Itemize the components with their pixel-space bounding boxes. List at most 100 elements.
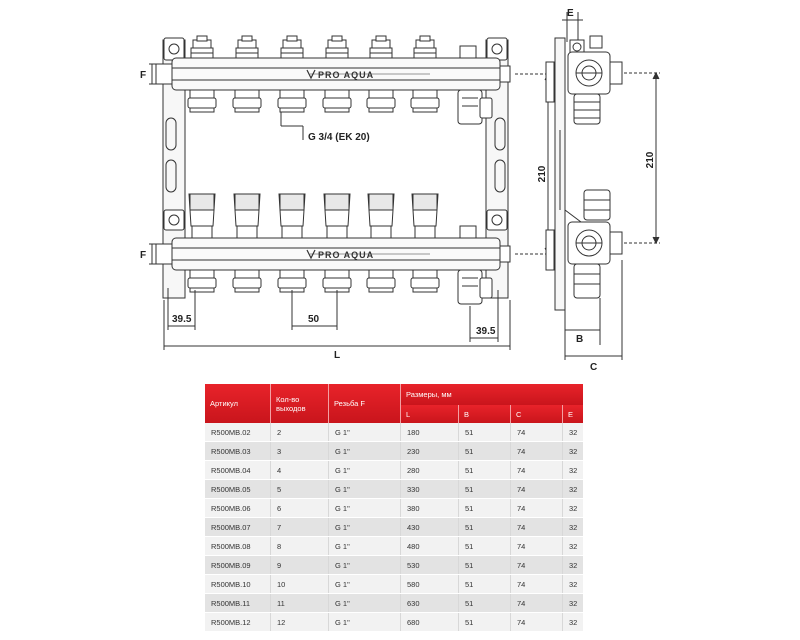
cell-l: 480 xyxy=(400,536,459,556)
cell-thread: G 1" xyxy=(328,612,401,632)
front-view: PRO AQUA PRO AQUA xyxy=(140,35,552,361)
outer-right-label: 39.5 xyxy=(476,326,496,337)
thermostatic-valve-cap xyxy=(235,35,259,59)
cell-thread: G 1" xyxy=(328,536,401,556)
header-l: L xyxy=(400,405,459,423)
cell-e: 32 xyxy=(562,612,583,632)
cell-outlets: 12 xyxy=(270,612,329,632)
cell-b: 51 xyxy=(458,536,511,556)
header-outlets-line1: Кол-во xyxy=(276,394,300,404)
bottom-outlet-fitting xyxy=(277,269,307,293)
cell-article: R500MB.06 xyxy=(205,498,271,518)
e-label: E xyxy=(567,8,574,19)
f-dimension-top xyxy=(149,63,156,85)
spec-table: Артикул Кол-во выходов Резьба F Размеры,… xyxy=(205,384,583,632)
cell-c: 74 xyxy=(510,517,563,537)
thermostatic-valve-cap xyxy=(413,35,437,59)
header-outlets: Кол-во выходов xyxy=(270,384,329,423)
length-dimension xyxy=(163,300,511,350)
f-label-top: F xyxy=(140,70,146,81)
header-dimensions: Размеры, мм xyxy=(400,384,583,405)
cell-l: 280 xyxy=(400,460,459,480)
cell-e: 32 xyxy=(562,593,583,613)
cell-b: 51 xyxy=(458,498,511,518)
cell-article: R500MB.11 xyxy=(205,593,271,613)
f-dimension-bottom xyxy=(149,243,156,265)
cell-l: 430 xyxy=(400,517,459,537)
height-label-side: 210 xyxy=(645,151,656,168)
cell-article: R500MB.04 xyxy=(205,460,271,480)
cell-outlets: 5 xyxy=(270,479,329,499)
cell-outlets: 4 xyxy=(270,460,329,480)
cell-l: 180 xyxy=(400,423,459,442)
cell-l: 580 xyxy=(400,574,459,594)
thermostatic-valve-cap xyxy=(280,35,304,59)
cell-l: 530 xyxy=(400,555,459,575)
flow-meter xyxy=(233,193,261,239)
cell-outlets: 11 xyxy=(270,593,329,613)
flow-meter xyxy=(278,193,306,239)
cell-e: 32 xyxy=(562,498,583,518)
cell-thread: G 1" xyxy=(328,517,401,537)
flow-meter xyxy=(367,193,395,239)
f-label-bottom: F xyxy=(140,250,146,261)
bottom-brand-label: PRO AQUA xyxy=(318,250,374,260)
cell-c: 74 xyxy=(510,423,563,442)
thermostatic-valve-cap xyxy=(369,35,393,59)
pitch-label: 50 xyxy=(308,314,320,325)
bottom-air-vent xyxy=(457,225,493,305)
cell-article: R500MB.03 xyxy=(205,441,271,461)
cell-b: 51 xyxy=(458,479,511,499)
header-c: C xyxy=(510,405,563,423)
bottom-fitting-row xyxy=(187,269,440,293)
cell-outlets: 3 xyxy=(270,441,329,461)
top-outlet-fitting xyxy=(277,89,307,113)
cell-thread: G 1" xyxy=(328,574,401,594)
top-valve-row xyxy=(190,35,437,59)
cell-e: 32 xyxy=(562,441,583,461)
top-outlet-fitting xyxy=(410,89,440,113)
cell-b: 51 xyxy=(458,593,511,613)
cell-article: R500MB.09 xyxy=(205,555,271,575)
cell-thread: G 1" xyxy=(328,423,401,442)
height-label-main: 210 xyxy=(537,165,548,182)
cell-e: 32 xyxy=(562,555,583,575)
bottom-outlet-fitting xyxy=(322,269,352,293)
cell-c: 74 xyxy=(510,441,563,461)
outer-left-label: 39.5 xyxy=(172,314,192,325)
cell-thread: G 1" xyxy=(328,555,401,575)
cell-b: 51 xyxy=(458,517,511,537)
cell-e: 32 xyxy=(562,479,583,499)
cell-thread: G 1" xyxy=(328,498,401,518)
cell-article: R500MB.10 xyxy=(205,574,271,594)
cell-outlets: 6 xyxy=(270,498,329,518)
cell-thread: G 1" xyxy=(328,593,401,613)
cell-l: 230 xyxy=(400,441,459,461)
bottom-outlet-fitting xyxy=(366,269,396,293)
cell-outlets: 8 xyxy=(270,536,329,556)
cell-e: 32 xyxy=(562,574,583,594)
bottom-outlet-fitting xyxy=(410,269,440,293)
outer-left-dimension xyxy=(167,288,196,330)
bottom-outlet-fitting xyxy=(187,269,217,293)
top-manifold-bar xyxy=(155,57,511,91)
manifold-technical-drawing: PRO AQUA PRO AQUA xyxy=(140,8,660,373)
top-outlet-fitting xyxy=(366,89,396,113)
cell-b: 51 xyxy=(458,460,511,480)
cell-b: 51 xyxy=(458,441,511,461)
cell-c: 74 xyxy=(510,479,563,499)
thermostatic-valve-cap xyxy=(190,35,214,59)
length-label: L xyxy=(334,350,340,361)
header-outlets-line2: выходов xyxy=(276,403,306,413)
cell-thread: G 1" xyxy=(328,460,401,480)
cell-outlets: 9 xyxy=(270,555,329,575)
cell-c: 74 xyxy=(510,498,563,518)
